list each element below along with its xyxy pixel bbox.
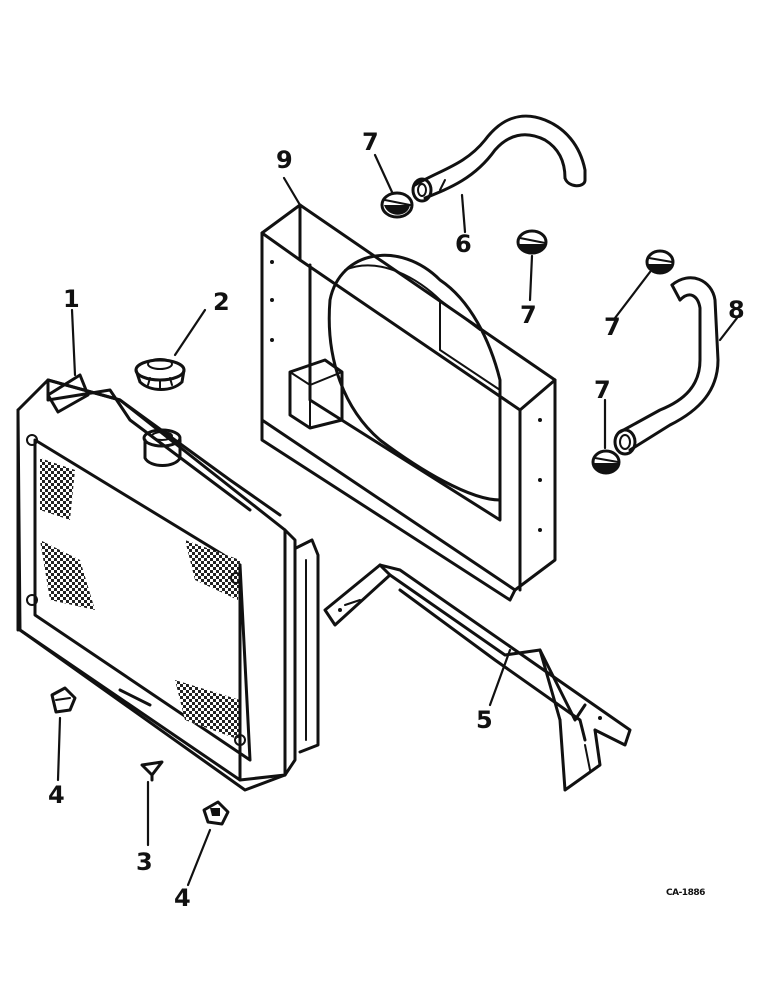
hose-clamp-4: [591, 449, 621, 475]
mounting-pad-right: [202, 800, 230, 826]
leader-lines: [56, 153, 739, 887]
callout-8: 8: [728, 296, 745, 324]
hose-clamp-2: [516, 229, 548, 255]
callout-2: 2: [213, 288, 230, 316]
hose-clamp-3: [645, 249, 675, 275]
hose-clamp-1: [380, 191, 414, 219]
callout-9: 9: [276, 146, 293, 174]
callout-7-shroud: 7: [520, 301, 537, 329]
bolt: [140, 760, 164, 782]
support-bracket: [323, 563, 632, 792]
figure-code: CA-1886: [666, 888, 705, 898]
callout-7-upper-hose: 7: [362, 128, 379, 156]
radiator-cap: [134, 358, 186, 391]
callout-5: 5: [476, 706, 493, 734]
radiator: [16, 373, 320, 792]
callout-4-right: 4: [174, 884, 191, 912]
fan-shroud: [260, 203, 557, 602]
mounting-pad-left: [50, 686, 77, 714]
callout-7-lower-hose: 7: [604, 313, 621, 341]
callout-1: 1: [63, 285, 80, 313]
callout-7-lower-clamp: 7: [594, 376, 611, 404]
callout-6: 6: [455, 230, 472, 258]
callout-3: 3: [136, 848, 153, 876]
upper-hose: [411, 114, 587, 203]
lower-hose: [613, 276, 720, 456]
callout-4-left: 4: [48, 781, 65, 809]
